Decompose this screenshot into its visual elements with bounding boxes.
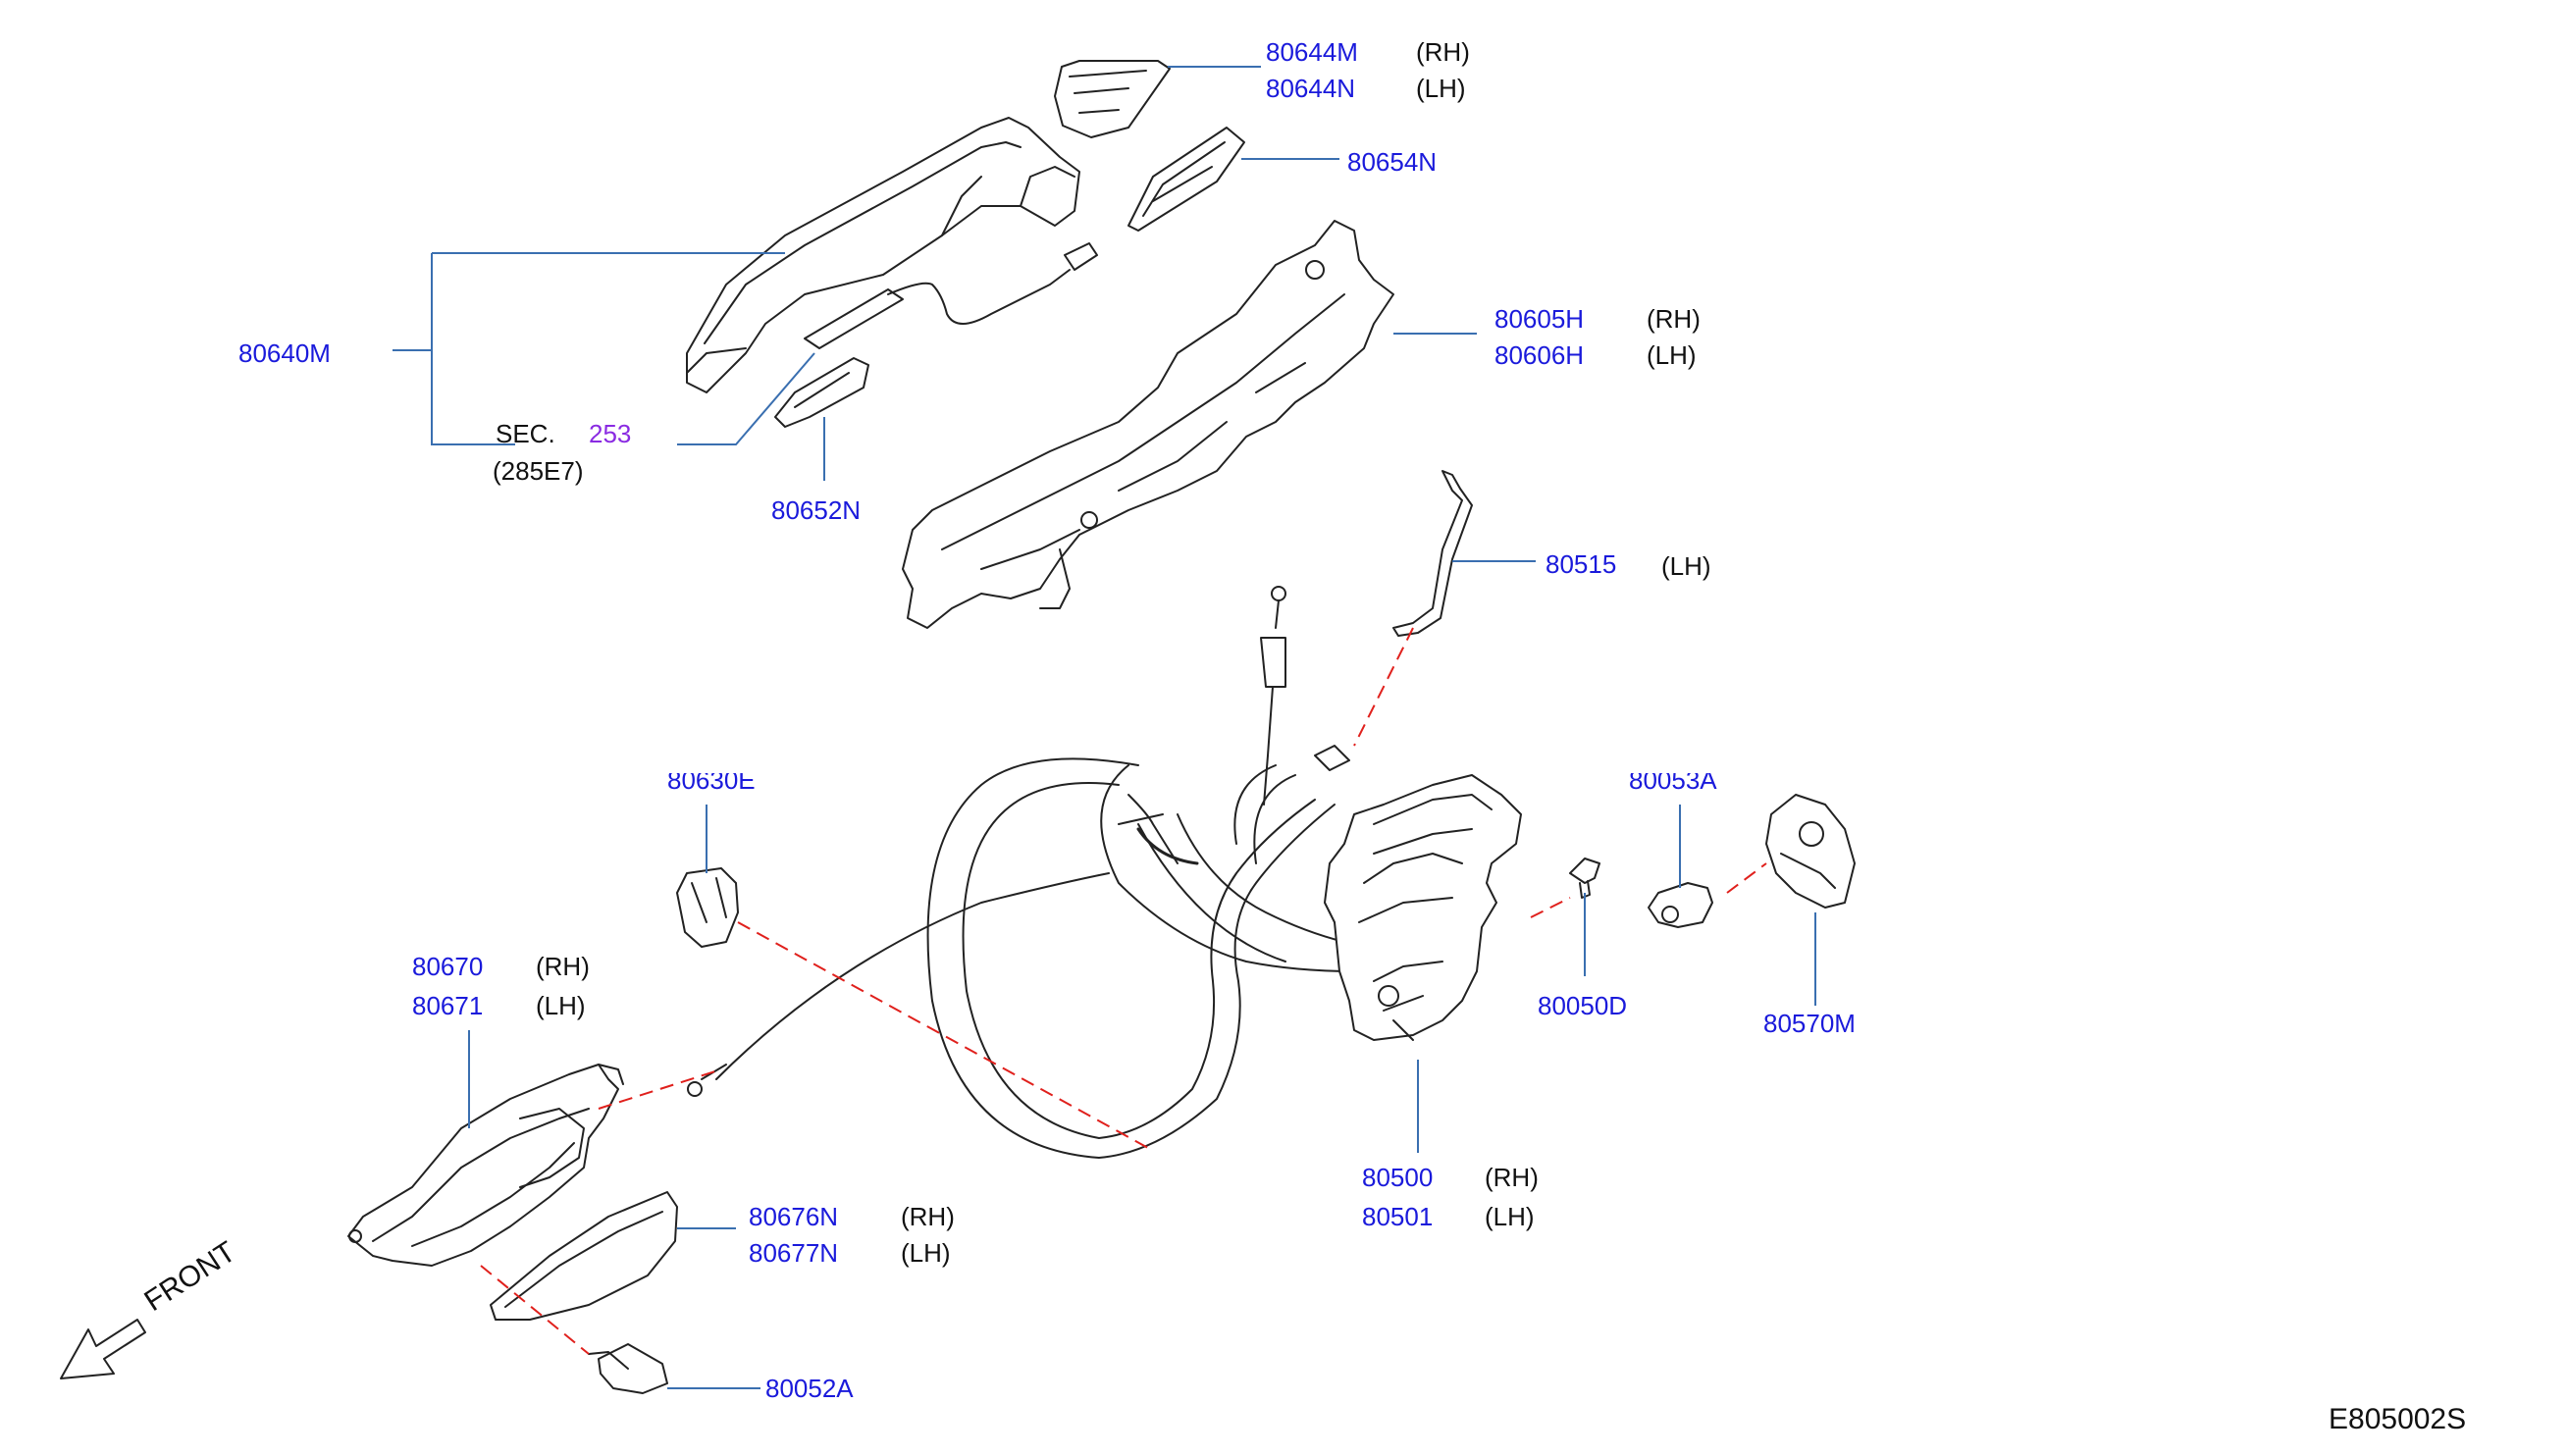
part-80501-label: 80501 [1362,1202,1434,1231]
part-80671-label: 80671 [412,991,484,1020]
part-80515-label: 80515 [1546,549,1617,579]
part-80500-side: (RH) [1485,1163,1539,1192]
part-80677N-side: (LH) [901,1238,951,1268]
part-80677N-label: 80677N [749,1238,839,1268]
control-cables-part [687,757,1355,1159]
sensor-cable-part [804,242,1098,349]
striker-bolt-part [1648,882,1713,928]
part-80053A-label: 80053A [1629,765,1717,795]
assembly-lines [480,627,1767,1355]
part-80570M-label: 80570M [1763,1009,1856,1038]
diagram-code: E805002S [2329,1403,2467,1435]
part-80501-side: (LH) [1485,1202,1535,1231]
part-80500-label: 80500 [1362,1163,1434,1192]
section-ref-text: SEC. [496,419,555,448]
leader-lines [393,66,1816,1389]
escutcheon-gasket-part [1127,127,1245,232]
part-80652N-label: 80652N [771,495,862,525]
striker-part [1765,794,1856,909]
front-arrow-icon [60,1319,146,1379]
part-80515-side: (LH) [1661,551,1711,581]
part-80670-label: 80670 [412,952,484,981]
screw-part [588,1343,668,1394]
cable-clip-part [676,867,739,948]
door-lock-actuator-part [1324,774,1522,1041]
part-80676N-label: 80676N [749,1202,839,1231]
outside-handle-part [686,117,1080,393]
part-80644M-label: 80644M [1266,37,1358,67]
section-ref-number: 253 [589,419,632,448]
inside-escutcheon-part [490,1191,678,1321]
part-80050D-label: 80050D [1538,991,1628,1020]
part-80676N-side: (RH) [901,1202,955,1231]
front-gasket-part [774,357,869,428]
part-80606H-label: 80606H [1494,340,1585,370]
part-80671-side: (LH) [536,991,586,1020]
section-ref-subcode: (285E7) [493,456,584,486]
part-80644N-label: 80644N [1266,74,1356,103]
handle-bracket-part [902,220,1394,629]
handle-cap-part [1054,60,1171,138]
inside-handle-part [347,1064,624,1267]
part-80640M-label: 80640M [238,338,331,368]
part-80605H-side: (RH) [1647,304,1701,334]
lock-rod-part [1392,470,1473,637]
part-80644M-side: (RH) [1416,37,1470,67]
part-80052A-label: 80052A [765,1374,854,1403]
part-80654N-label: 80654N [1347,147,1438,177]
part-80670-side: (RH) [536,952,590,981]
part-80630E-label: 80630E [667,765,756,795]
part-80605H-label: 80605H [1494,304,1585,334]
connector-part [1314,745,1350,771]
striker-screw-part [1569,858,1600,899]
top-cable-part [1260,586,1286,806]
part-80606H-side: (LH) [1647,340,1697,370]
part-80644N-side: (LH) [1416,74,1466,103]
